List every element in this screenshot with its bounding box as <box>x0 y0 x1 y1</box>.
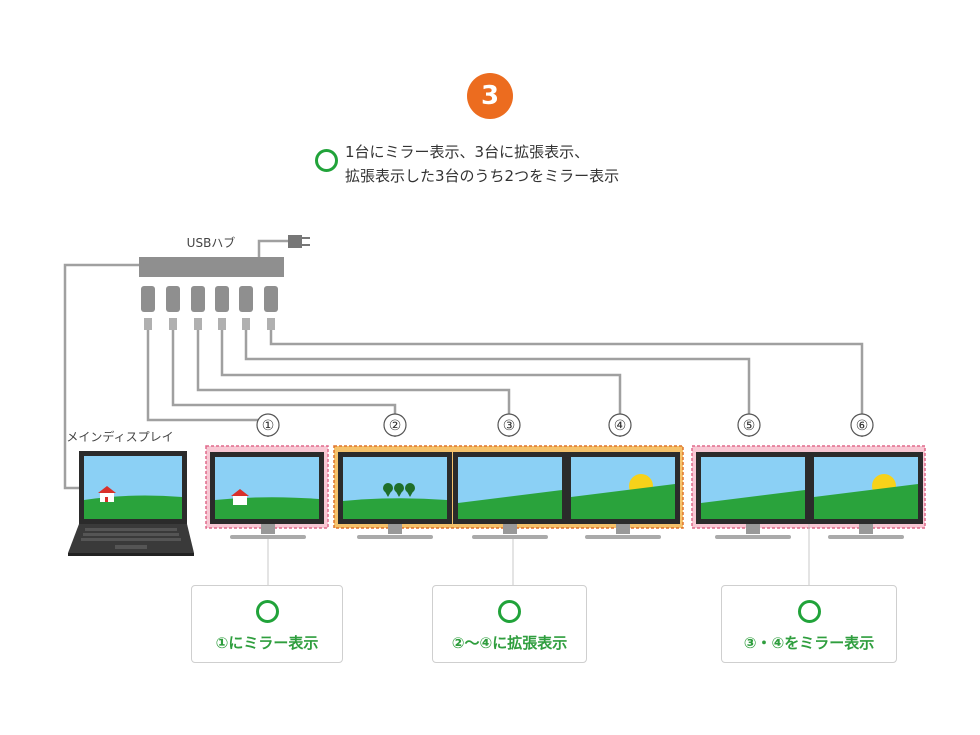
monitor-6 <box>809 452 923 539</box>
result-box-mirror-1: ①にミラー表示 <box>191 585 343 663</box>
usb-hub <box>139 257 284 330</box>
trees-icon <box>383 483 415 497</box>
house-icon <box>98 486 116 502</box>
headline-line-1: 1台にミラー表示、3台に拡張表示、 <box>345 143 590 161</box>
headline-text: 1台にミラー表示、3台に拡張表示、 拡張表示した3台のうち2つをミラー表示 <box>345 140 765 188</box>
result-box-mirror-2: ③・④をミラー表示 <box>721 585 897 663</box>
main-display-label: メインディスプレイ <box>66 429 173 444</box>
monitor-1 <box>210 452 324 539</box>
monitor-5 <box>696 452 810 539</box>
result-text-3: ③・④をミラー表示 <box>743 634 875 652</box>
monitor-2 <box>338 452 452 539</box>
circle-ok-icon <box>498 600 521 623</box>
laptop <box>68 451 194 556</box>
monitor-number-6: ⑥ <box>856 418 869 434</box>
monitor-number-3: ③ <box>503 418 516 434</box>
house-icon <box>231 489 249 505</box>
result-text-1: ①にミラー表示 <box>215 634 319 652</box>
monitor-number-1: ① <box>262 418 275 434</box>
headline-line-2: 拡張表示した3台のうち2つをミラー表示 <box>345 167 620 185</box>
monitor-3 <box>453 452 567 539</box>
monitor-number-2: ② <box>389 418 402 434</box>
step-number-badge: 3 <box>467 73 513 119</box>
result-text-2: ②〜④に拡張表示 <box>451 634 568 652</box>
circle-ok-icon <box>797 600 821 623</box>
result-box-extend: ②〜④に拡張表示 <box>432 585 587 663</box>
circle-ok-icon <box>255 600 279 623</box>
circle-ok-icon <box>315 149 338 172</box>
power-plug-icon <box>288 235 310 248</box>
monitor-number-5: ⑤ <box>743 418 756 434</box>
monitor-4 <box>566 452 680 539</box>
monitor-number-markers <box>256 413 874 437</box>
monitor-number-4: ④ <box>614 418 627 434</box>
usb-hub-label: USBハブ <box>187 235 236 250</box>
